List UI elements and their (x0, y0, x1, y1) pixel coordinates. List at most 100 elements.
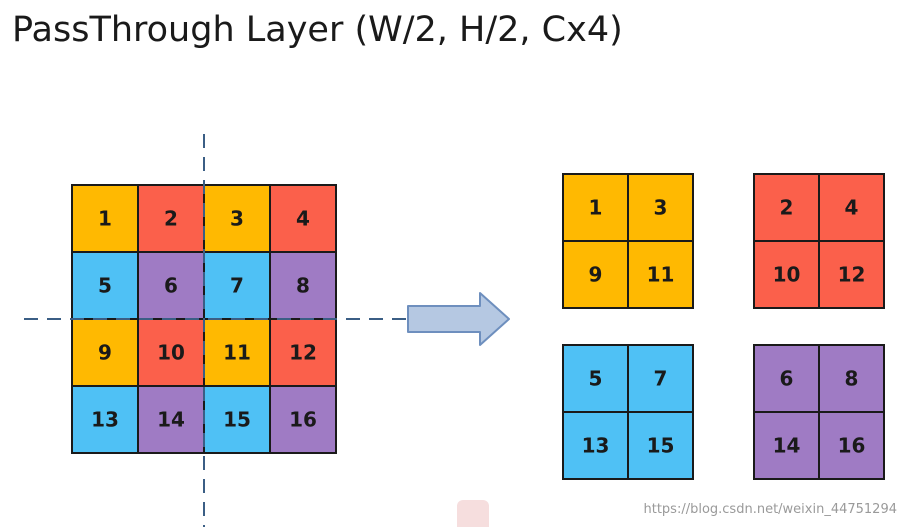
output-cell-8-fill (818, 344, 885, 413)
input-cell-16-label: 16 (289, 408, 317, 432)
output-cell-2-fill (753, 173, 820, 242)
output-cell-14-label: 14 (773, 434, 801, 458)
output-cell-1: 1 (562, 173, 629, 242)
input-cell-15-fill (203, 385, 271, 454)
input-cell-10: 10 (137, 318, 205, 387)
output-cell-15: 15 (627, 411, 694, 480)
output-cell-12: 12 (818, 240, 885, 309)
output-cell-14: 14 (753, 411, 820, 480)
output-cell-13: 13 (562, 411, 629, 480)
arrow-icon (407, 292, 510, 346)
output-cell-9-label: 9 (589, 263, 603, 287)
output-cell-10: 10 (753, 240, 820, 309)
output-cell-3: 3 (627, 173, 694, 242)
input-cell-7: 7 (203, 251, 271, 320)
input-cell-6: 6 (137, 251, 205, 320)
output-cell-3-fill (627, 173, 694, 242)
input-cell-8-fill (269, 251, 337, 320)
output-cell-1-fill (562, 173, 629, 242)
output-cell-6: 6 (753, 344, 820, 413)
output-cell-4: 4 (818, 173, 885, 242)
output-cell-12-label: 12 (838, 263, 866, 287)
output-cell-5-label: 5 (589, 367, 603, 391)
output-cell-7: 7 (627, 344, 694, 413)
input-cell-5: 5 (71, 251, 139, 320)
slide-title: PassThrough Layer (W/2, H/2, Cx4) (12, 10, 623, 50)
watermark-logo-icon (457, 500, 489, 527)
output-cell-8-label: 8 (845, 367, 859, 391)
input-cell-7-label: 7 (230, 274, 244, 298)
output-grid-orange: 1 3 9 11 (562, 173, 694, 309)
output-cell-16-fill (818, 411, 885, 480)
output-grid-purple: 6 8 14 16 (753, 344, 885, 480)
input-cell-15-label: 15 (223, 408, 251, 432)
output-cell-3-label: 3 (654, 196, 668, 220)
input-cell-6-label: 6 (164, 274, 178, 298)
input-cell-14: 14 (137, 385, 205, 454)
input-cell-8: 8 (269, 251, 337, 320)
output-cell-10-label: 10 (773, 263, 801, 287)
input-cell-9: 9 (71, 318, 139, 387)
input-cell-13-fill (71, 385, 139, 454)
output-grid-blue: 5 7 13 15 (562, 344, 694, 480)
output-cell-11-fill (627, 240, 694, 309)
output-cell-11: 11 (627, 240, 694, 309)
output-cell-8: 8 (818, 344, 885, 413)
output-cell-7-fill (627, 344, 694, 413)
output-cell-4-fill (818, 173, 885, 242)
output-cell-1-label: 1 (589, 196, 603, 220)
input-cell-16-fill (269, 385, 337, 454)
input-cell-2-label: 2 (164, 207, 178, 231)
output-cell-2: 2 (753, 173, 820, 242)
input-cell-4: 4 (269, 184, 337, 253)
input-cell-10-label: 10 (157, 341, 185, 365)
input-cell-11: 11 (203, 318, 271, 387)
input-cell-12: 12 (269, 318, 337, 387)
input-cell-15: 15 (203, 385, 271, 454)
output-cell-13-label: 13 (582, 434, 610, 458)
input-cell-4-label: 4 (296, 207, 310, 231)
output-cell-16-label: 16 (838, 434, 866, 458)
output-cell-14-fill (753, 411, 820, 480)
input-cell-3-label: 3 (230, 207, 244, 231)
split-guides (24, 134, 412, 527)
output-grid-red: 2 4 10 12 (753, 173, 885, 309)
input-cell-1-fill (71, 184, 139, 253)
output-cell-6-label: 6 (780, 367, 794, 391)
input-cell-3: 3 (203, 184, 271, 253)
input-cell-10-fill (137, 318, 205, 387)
output-cell-15-fill (627, 411, 694, 480)
output-cell-9-fill (562, 240, 629, 309)
input-cell-5-label: 5 (98, 274, 112, 298)
input-cell-2: 2 (137, 184, 205, 253)
arrow-shape (407, 292, 510, 346)
input-cell-16: 16 (269, 385, 337, 454)
input-cell-9-fill (71, 318, 139, 387)
output-cell-11-label: 11 (647, 263, 675, 287)
output-cell-2-label: 2 (780, 196, 794, 220)
input-cell-3-fill (203, 184, 271, 253)
input-cell-9-label: 9 (98, 341, 112, 365)
output-cell-16: 16 (818, 411, 885, 480)
input-cell-4-fill (269, 184, 337, 253)
input-cell-8-label: 8 (296, 274, 310, 298)
output-cell-15-label: 15 (647, 434, 675, 458)
output-cell-10-fill (753, 240, 820, 309)
watermark-text: https://blog.csdn.net/weixin_44751294 (643, 502, 897, 517)
input-cell-13: 13 (71, 385, 139, 454)
input-cell-12-fill (269, 318, 337, 387)
output-cell-9: 9 (562, 240, 629, 309)
input-cell-11-label: 11 (223, 341, 251, 365)
output-cell-7-label: 7 (654, 367, 668, 391)
input-cell-13-label: 13 (91, 408, 119, 432)
input-cell-12-label: 12 (289, 341, 317, 365)
input-cell-1: 1 (71, 184, 139, 253)
input-cell-14-label: 14 (157, 408, 185, 432)
output-cell-5: 5 (562, 344, 629, 413)
output-cell-4-label: 4 (845, 196, 859, 220)
input-cell-1-label: 1 (98, 207, 112, 231)
